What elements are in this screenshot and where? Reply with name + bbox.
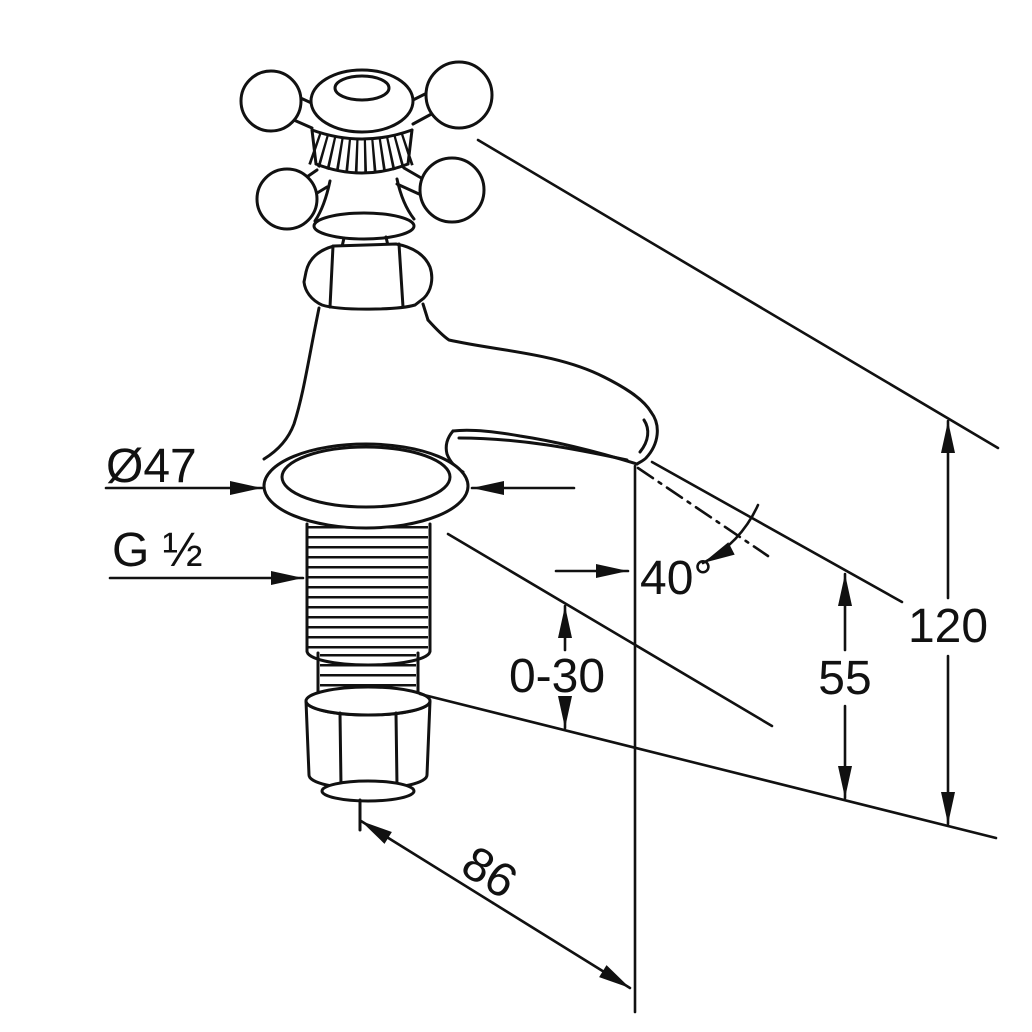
threaded-shank — [305, 522, 432, 667]
knurl-edge — [314, 162, 410, 175]
handle-ball — [255, 167, 319, 231]
nut-collar — [320, 779, 416, 803]
projection-line-deck-top — [446, 532, 774, 728]
flange-outer-rim — [262, 442, 470, 530]
spoke-line — [395, 182, 421, 196]
dimension-overall-height: 120 — [908, 419, 988, 826]
flange-inner-rim — [280, 445, 452, 509]
mounting-nut — [304, 651, 432, 832]
spout-bottom-edge — [451, 428, 639, 466]
dimension-outlet-height: 55 — [818, 572, 872, 800]
dimension-arrow — [491, 901, 632, 990]
spout-reach-label: 86 — [453, 836, 526, 909]
spout-top-edge — [426, 318, 653, 414]
projection-line-outlet — [650, 460, 904, 604]
flange-diameter-label: Ø47 — [106, 440, 197, 493]
body-and-spout — [262, 318, 659, 474]
handle-skirt-rim — [312, 211, 416, 241]
bonnet-facet — [397, 242, 405, 309]
handle-ball — [424, 60, 494, 130]
projection-lines — [418, 138, 1000, 1014]
outlet-height-label: 55 — [818, 652, 871, 705]
tap-figure — [239, 60, 659, 832]
dimension-arrow — [359, 819, 495, 905]
knurl-hatching — [308, 131, 416, 174]
neck-line — [421, 302, 430, 322]
projection-line-top — [476, 138, 1000, 450]
dimension-mounting-thickness: 0-30 — [509, 604, 605, 730]
angle-reference-dashline — [636, 466, 770, 558]
bonnet-outline — [302, 242, 434, 311]
dimension-flange-diameter: Ø47 — [104, 440, 576, 495]
base-flange — [262, 442, 470, 530]
handle-cap-button — [333, 74, 391, 102]
knurl-edge — [310, 128, 414, 141]
body-left-edge — [262, 321, 318, 461]
handle-skirt — [395, 177, 416, 221]
spoke-line — [402, 166, 425, 181]
projection-line-deck-bottom — [418, 692, 998, 840]
bonnet — [302, 242, 434, 325]
handle-skirt — [313, 179, 332, 223]
nut-facet — [338, 711, 343, 788]
knurl-edge — [406, 128, 414, 166]
spout-tip — [635, 410, 659, 466]
knurl-edge — [310, 128, 318, 166]
dimension-thread-size: G ½ — [108, 524, 305, 585]
spout-outlet-rim — [638, 418, 650, 454]
dimensions: Ø47 G ½ 40° 0-30 55 120 — [104, 419, 988, 990]
dimension-spout-angle: 40° — [554, 503, 760, 605]
cross-handle — [239, 60, 494, 253]
nut-top-rim — [304, 685, 432, 717]
angle-arc-arrow — [701, 503, 760, 565]
thread-size-label: G ½ — [112, 524, 203, 577]
shank-bottom-arc — [305, 649, 432, 667]
mounting-thickness-label: 0-30 — [509, 650, 605, 703]
bonnet-facet — [328, 244, 335, 309]
handle-ball — [418, 156, 486, 224]
neck-line — [314, 306, 321, 325]
spout-angle-label: 40° — [640, 552, 713, 605]
dimension-spout-reach: 86 — [359, 819, 632, 990]
handle-ball — [239, 69, 303, 133]
nut-facet — [394, 711, 399, 788]
spout-inner-line — [457, 436, 629, 462]
overall-height-label: 120 — [908, 600, 988, 653]
